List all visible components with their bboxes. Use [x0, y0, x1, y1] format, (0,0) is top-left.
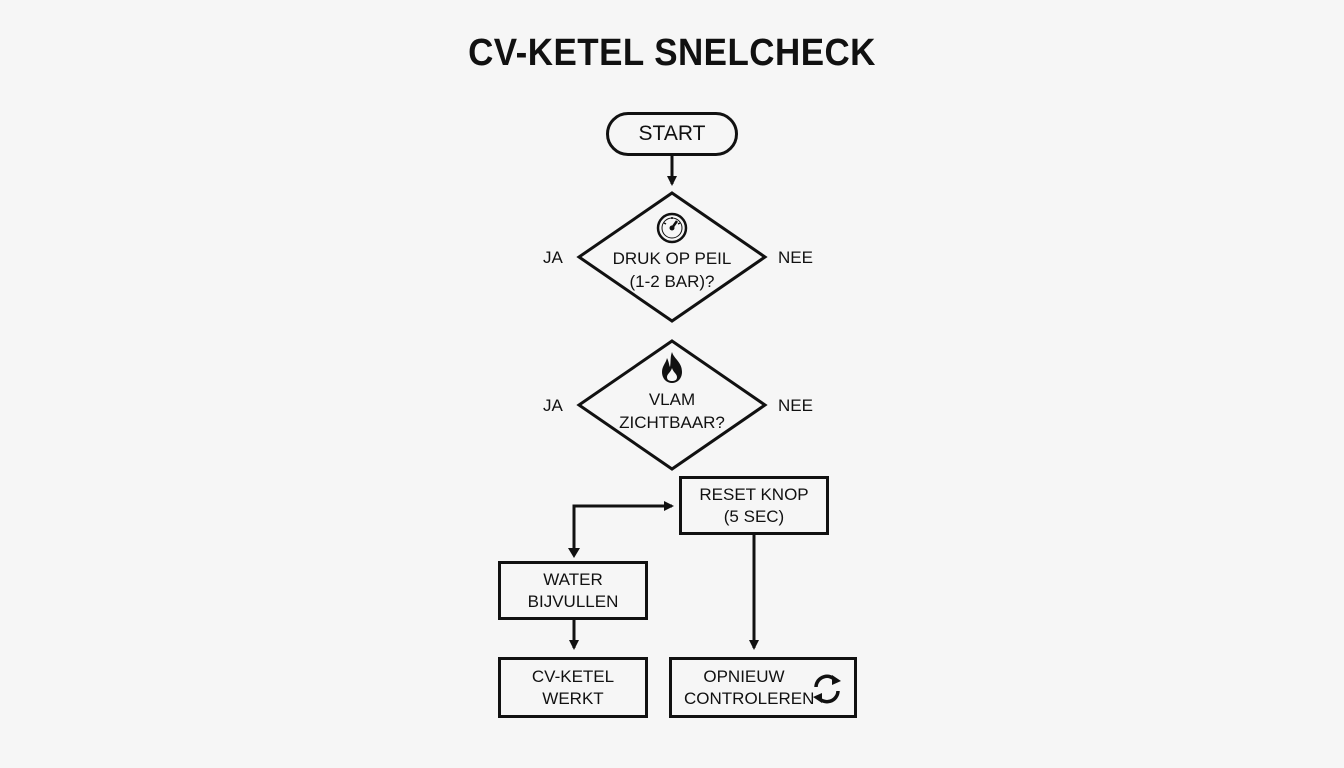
recheck-line1: OPNIEUW: [703, 666, 785, 686]
refill-line1: WATER: [543, 569, 603, 589]
reset-line2: (5 SEC): [723, 506, 785, 526]
decision-pressure-text: DRUK OP PEIL (1-2 BAR)?: [592, 247, 752, 293]
refill-line2: BIJVULLEN: [527, 591, 619, 611]
flame-yes-label: JA: [543, 396, 563, 415]
decision-pressure-shape: [576, 191, 768, 323]
works-line1: CV-KETEL: [531, 666, 615, 686]
pressure-no-label: NEE: [778, 248, 813, 267]
flame-icon: [662, 352, 682, 383]
reset-line1: RESET KNOP: [699, 484, 809, 504]
flame-no-label: NEE: [778, 396, 813, 415]
decision-flame-line2: ZICHTBAAR?: [619, 413, 725, 432]
recheck-node: OPNIEUW CONTROLEREN: [669, 657, 857, 718]
refresh-icon: [813, 674, 841, 704]
start-node: START: [606, 112, 738, 156]
refill-node: WATER BIJVULLEN: [498, 561, 648, 620]
diagram-title: CV-KETEL SNELCHECK: [468, 32, 876, 74]
decision-flame-shape: [576, 339, 768, 471]
works-line2: WERKT: [542, 688, 604, 708]
works-node: CV-KETEL WERKT: [498, 657, 648, 718]
recheck-line2: CONTROLEREN: [684, 688, 815, 708]
decision-flame-text: VLAM ZICHTBAAR?: [592, 388, 752, 434]
start-label: START: [638, 122, 706, 145]
arrow-head-to-refill: [568, 548, 580, 558]
pressure-gauge-icon: [656, 212, 688, 244]
arrow-to-reset: [572, 501, 674, 552]
decision-pressure-line2: (1-2 BAR)?: [629, 272, 715, 291]
pressure-yes-label: JA: [543, 248, 563, 267]
decision-flame-line1: VLAM: [648, 390, 696, 409]
reset-node: RESET KNOP (5 SEC): [679, 476, 829, 535]
decision-pressure-line1: DRUK OP PEIL: [612, 249, 732, 268]
